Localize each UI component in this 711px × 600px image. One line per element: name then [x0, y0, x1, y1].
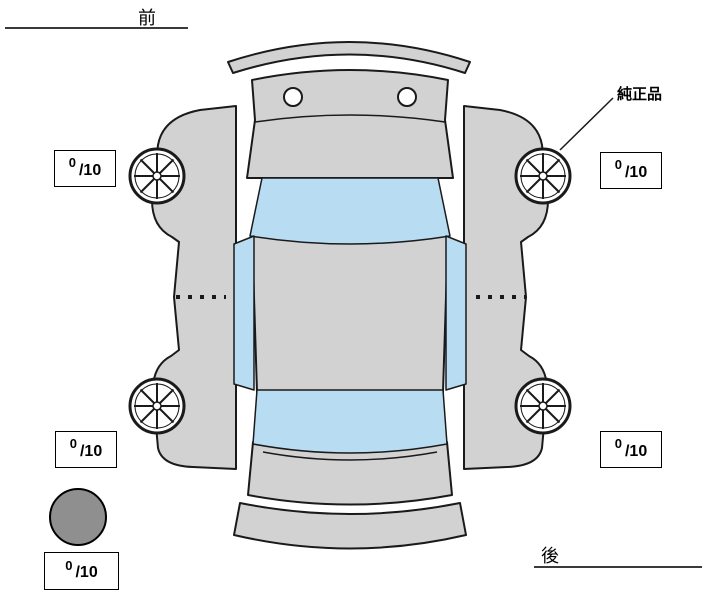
hood-seam-line — [254, 114, 446, 123]
rear-bumper — [233, 502, 467, 550]
trunk-seam-line — [262, 451, 438, 461]
tread-value-rear-left: 0 — [69, 436, 77, 451]
genuine-part-label: 純正品 — [617, 86, 663, 103]
tread-denominator-front-left: /10 — [78, 161, 102, 179]
tread-box-front-right: 0 /10 — [600, 152, 662, 189]
hood — [246, 69, 454, 179]
tread-value-front-left: 0 — [68, 155, 76, 170]
roof-panel — [251, 233, 449, 393]
tread-denominator-front-right: /10 — [624, 163, 648, 181]
front-underline — [5, 27, 188, 29]
side-window-right — [445, 235, 467, 391]
tread-box-rear-right: 0 /10 — [600, 431, 662, 468]
wheel-rear-left-icon — [128, 377, 186, 435]
windshield-glass — [249, 177, 451, 245]
tread-box-front-left: 0 /10 — [54, 150, 116, 187]
hood-circle-right — [397, 87, 417, 107]
tread-denominator-rear-left: /10 — [79, 442, 103, 460]
rear-label: 後 — [541, 546, 559, 566]
spare-tire-icon — [49, 488, 107, 546]
wheel-front-left-icon — [128, 147, 186, 205]
wheel-front-right-icon — [514, 147, 572, 205]
wheel-rear-right-icon — [514, 377, 572, 435]
tread-box-spare: 0 /10 — [44, 552, 119, 590]
rear-underline — [534, 566, 702, 568]
tread-denominator-spare: /10 — [75, 564, 98, 581]
tread-value-spare: 0 — [65, 557, 73, 573]
rear-window-glass — [252, 389, 448, 454]
genuine-part-leader-line — [559, 97, 614, 151]
hood-circle-left — [283, 87, 303, 107]
tread-value-front-right: 0 — [614, 157, 622, 172]
tread-denominator-rear-right: /10 — [624, 442, 648, 460]
front-label: 前 — [138, 8, 156, 28]
side-window-left — [233, 235, 255, 391]
front-bumper — [227, 41, 471, 74]
tread-value-rear-right: 0 — [614, 436, 622, 451]
tread-box-rear-left: 0 /10 — [55, 431, 117, 468]
